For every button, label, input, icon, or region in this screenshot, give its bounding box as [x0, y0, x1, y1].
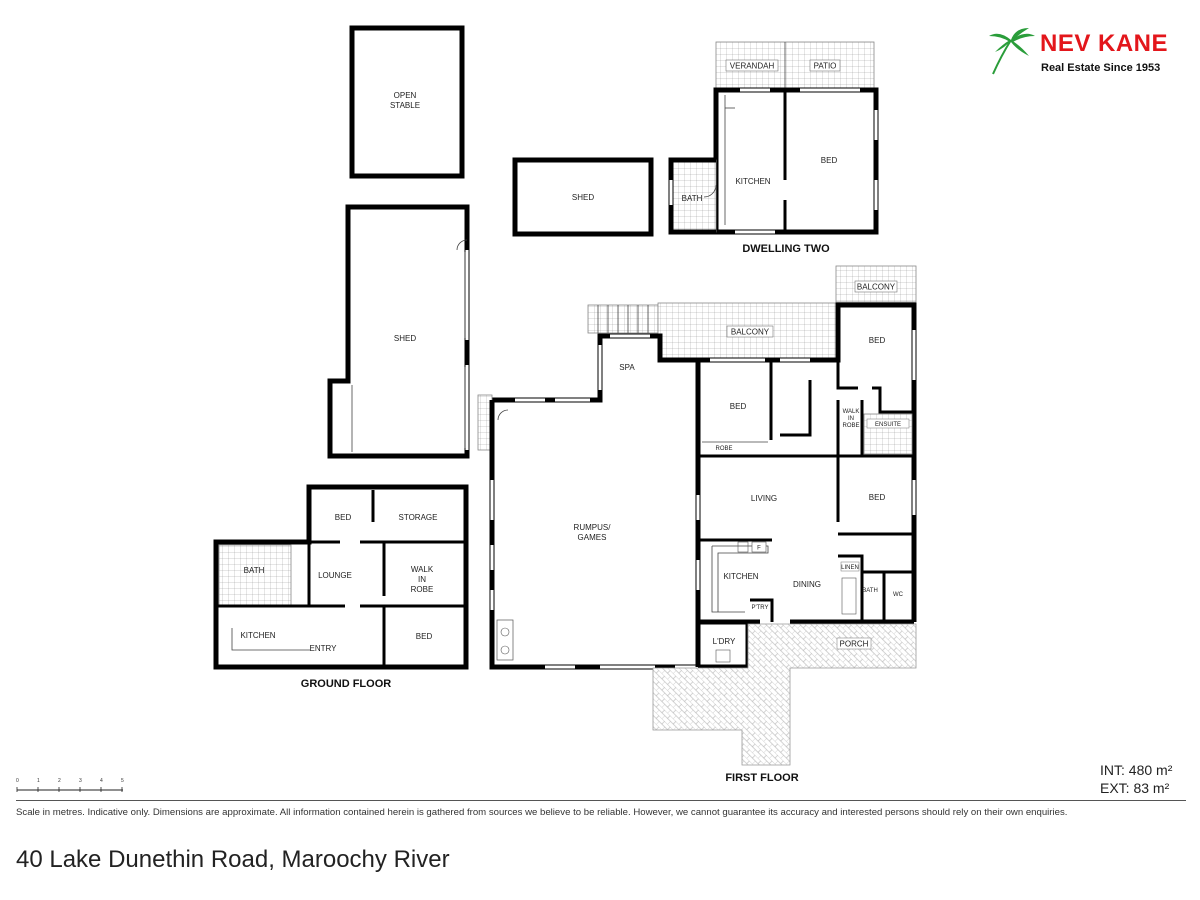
shed-small: SHED	[512, 157, 654, 237]
scale-tick-label: 4	[100, 778, 103, 784]
section-title-first-floor: FIRST FLOOR	[725, 772, 798, 784]
room-label-ff-rumpus-2: GAMES	[578, 533, 607, 542]
brand-logo: NEV KANE Real Estate Since 1953	[985, 26, 1185, 82]
room-label-ff-robe: ROBE	[715, 446, 732, 452]
room-label-ff-wir-1: WALK	[843, 409, 860, 415]
room-label-open-stable-2: STABLE	[390, 101, 420, 110]
palm-tree-icon	[989, 28, 1035, 75]
room-label-shed-small: SHED	[572, 193, 594, 202]
room-label-ff-porch: PORCH	[840, 640, 869, 649]
room-label-gf-wir-2: IN	[418, 575, 426, 584]
property-address: 40 Lake Dunethin Road, Maroochy River	[16, 846, 450, 873]
room-label-d2-kitchen: KITCHEN	[735, 177, 770, 186]
room-label-ff-wir-2: IN	[848, 416, 854, 422]
section-title-ground-floor: GROUND FLOOR	[301, 678, 391, 690]
scale-bar-graphic	[16, 787, 123, 792]
room-label-gf-bath: BATH	[244, 566, 265, 575]
room-label-ff-bed3: BED	[869, 493, 886, 502]
ground-floor: BED STORAGE BATH LOUNGE WALK IN ROBE KIT…	[213, 484, 469, 690]
room-label-gf-lounge: LOUNGE	[318, 571, 352, 580]
scale-bar: 0 1 2 3 4 5	[16, 778, 136, 796]
room-label-ff-wc: WC	[893, 592, 904, 598]
room-label-open-stable-1: OPEN	[394, 91, 417, 100]
section-title-dwelling-two: DWELLING TWO	[742, 243, 830, 255]
label-ff-fridge: F	[757, 546, 761, 552]
room-label-ff-pantry: P'TRY	[751, 605, 768, 611]
room-label-gf-bed1: BED	[335, 513, 352, 522]
footer-divider	[16, 800, 1186, 801]
room-label-ff-bed-master: BED	[869, 336, 886, 345]
room-label-shed-large: SHED	[394, 334, 416, 343]
room-label-gf-bed2: BED	[416, 632, 433, 641]
open-stable: OPEN STABLE	[349, 25, 465, 179]
scale-tick-label: 1	[37, 778, 40, 784]
room-label-gf-entry: ENTRY	[310, 644, 338, 653]
room-label-gf-wir-1: WALK	[411, 565, 434, 574]
room-label-ff-balcony-main: BALCONY	[731, 328, 770, 337]
dwelling-two: VERANDAH PATIO BATH KITCHEN BED DWELLING…	[668, 41, 879, 255]
room-label-ff-rumpus-1: RUMPUS/	[574, 523, 612, 532]
room-label-d2-patio: PATIO	[814, 62, 837, 71]
room-label-ff-bed1: BED	[730, 402, 747, 411]
first-floor: BALCONY BALCONY SPA RUMPUS/ GAMES	[477, 265, 917, 784]
shed-large: SHED	[327, 204, 470, 459]
room-label-gf-kitchen: KITCHEN	[240, 631, 275, 640]
room-label-ff-dining: DINING	[793, 580, 821, 589]
scale-tick-label: 0	[16, 778, 19, 784]
room-label-ff-ensuite: ENSUITE	[875, 422, 901, 428]
room-label-ff-wir-3: ROBE	[842, 423, 859, 429]
room-label-ff-bath: BATH	[862, 588, 878, 594]
room-label-gf-wir-3: ROBE	[411, 585, 434, 594]
disclaimer-text: Scale in metres. Indicative only. Dimens…	[16, 807, 1068, 818]
room-label-ff-spa: SPA	[619, 363, 635, 372]
room-label-ff-linen: LINEN	[841, 565, 859, 571]
room-label-d2-bed: BED	[821, 156, 838, 165]
scale-tick-label: 5	[121, 778, 124, 784]
room-label-ff-kitchen: KITCHEN	[723, 572, 758, 581]
scale-tick-label: 3	[79, 778, 82, 784]
brand-tagline: Real Estate Since 1953	[1041, 62, 1161, 74]
room-label-ff-living: LIVING	[751, 494, 777, 503]
room-label-d2-bath: BATH	[682, 194, 703, 203]
brand-name: NEV KANE	[1040, 30, 1169, 57]
room-label-ff-laundry: L'DRY	[713, 637, 736, 646]
room-label-gf-storage: STORAGE	[399, 513, 438, 522]
scale-tick-label: 2	[58, 778, 61, 784]
room-label-ff-balcony-small: BALCONY	[857, 283, 896, 292]
room-label-d2-verandah: VERANDAH	[730, 62, 775, 71]
internal-area: INT: 480 m²	[1100, 762, 1173, 778]
external-area: EXT: 83 m²	[1100, 780, 1170, 796]
